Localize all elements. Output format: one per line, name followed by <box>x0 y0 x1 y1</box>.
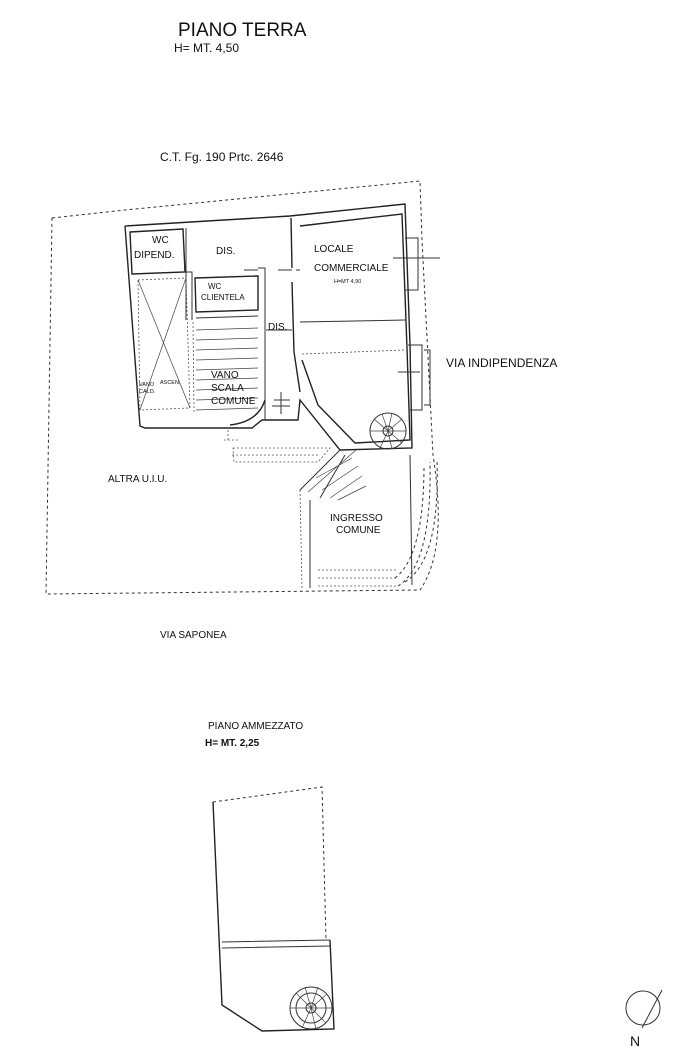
label-wc-clientela-1: WC <box>208 282 222 291</box>
entry-steps <box>224 430 331 463</box>
mezzanine-outer-wall <box>212 801 335 1032</box>
label-altra-uiu: ALTRA U.I.U. <box>108 474 167 485</box>
stair-outline <box>192 321 195 413</box>
ground-floor-plan: WC DIPEND. DIS. WC CLIENTELA DIS. LOCALE… <box>45 180 557 641</box>
label-via-saponea: VIA SAPONEA <box>160 630 227 641</box>
label-vano-1: VANO <box>211 370 239 381</box>
wall-shop-inner <box>299 213 411 444</box>
label-vano-caldaia-1: VANO <box>139 382 155 388</box>
label-wc-clientela-2: CLIENTELA <box>201 293 245 302</box>
wall-wc-dipend <box>129 228 186 275</box>
label-wc-dipend-2: DIPEND. <box>134 250 175 261</box>
north-arrow-line <box>641 989 663 1029</box>
stair-steps <box>195 327 259 411</box>
label-ingresso-2: COMUNE <box>336 525 381 536</box>
label-dis-mid: DIS. <box>268 322 287 333</box>
label-via-indipendenza: VIA INDIPENDENZA <box>446 356 557 370</box>
label-vano-caldaia-2: CALD. <box>139 389 156 395</box>
mezzanine-plan <box>212 786 335 1032</box>
building-outer-wall <box>124 203 413 451</box>
east-wall-windows <box>393 237 440 411</box>
curved-entry <box>394 461 438 587</box>
label-vano-3: COMUNE <box>211 396 256 407</box>
ground-floor-height: H= MT. 4,50 <box>174 41 239 55</box>
ground-floor-title: PIANO TERRA <box>178 20 307 41</box>
mezzanine-boundary <box>212 786 327 941</box>
wall-wc-clientela <box>194 275 259 313</box>
label-vano-2: SCALA <box>211 383 244 394</box>
compass-icon <box>625 990 661 1026</box>
wall-inner-1 <box>185 228 193 320</box>
label-wc-dipend-1: WC <box>152 235 169 246</box>
label-locale-height: H=MT 4,90 <box>334 279 361 285</box>
wall-dis-mid <box>266 319 406 331</box>
ingresso-walls <box>299 449 413 588</box>
label-ascen: ASCEN. <box>160 380 181 386</box>
lift-cross <box>137 277 191 411</box>
door-marks <box>244 269 300 414</box>
wall-inner-2 <box>195 267 266 420</box>
label-locale-1: LOCALE <box>314 244 354 255</box>
mezzanine-height: H= MT. 2,25 <box>205 738 260 749</box>
label-ingresso-1: INGRESSO <box>330 513 383 524</box>
north-label: N <box>630 1033 640 1049</box>
cadastral-reference: C.T. Fg. 190 Prtc. 2646 <box>160 150 284 164</box>
ingresso-ramp <box>307 449 367 501</box>
mezzanine-title: PIANO AMMEZZATO <box>208 721 303 732</box>
ingresso-floor <box>299 489 398 589</box>
spiral-stair-mezzanine <box>289 986 333 1030</box>
mezzanine-partition <box>221 939 331 949</box>
property-boundary <box>45 180 439 595</box>
curved-stair-landing <box>229 399 266 426</box>
label-dis-top: DIS. <box>216 246 235 257</box>
lift-shaft <box>137 277 191 411</box>
shop-partition <box>301 349 406 355</box>
wall-shop-west <box>290 217 301 393</box>
label-locale-2: COMMERCIALE <box>314 263 389 274</box>
spiral-stair-shop <box>369 412 407 450</box>
north-arrow: N <box>625 989 663 1049</box>
